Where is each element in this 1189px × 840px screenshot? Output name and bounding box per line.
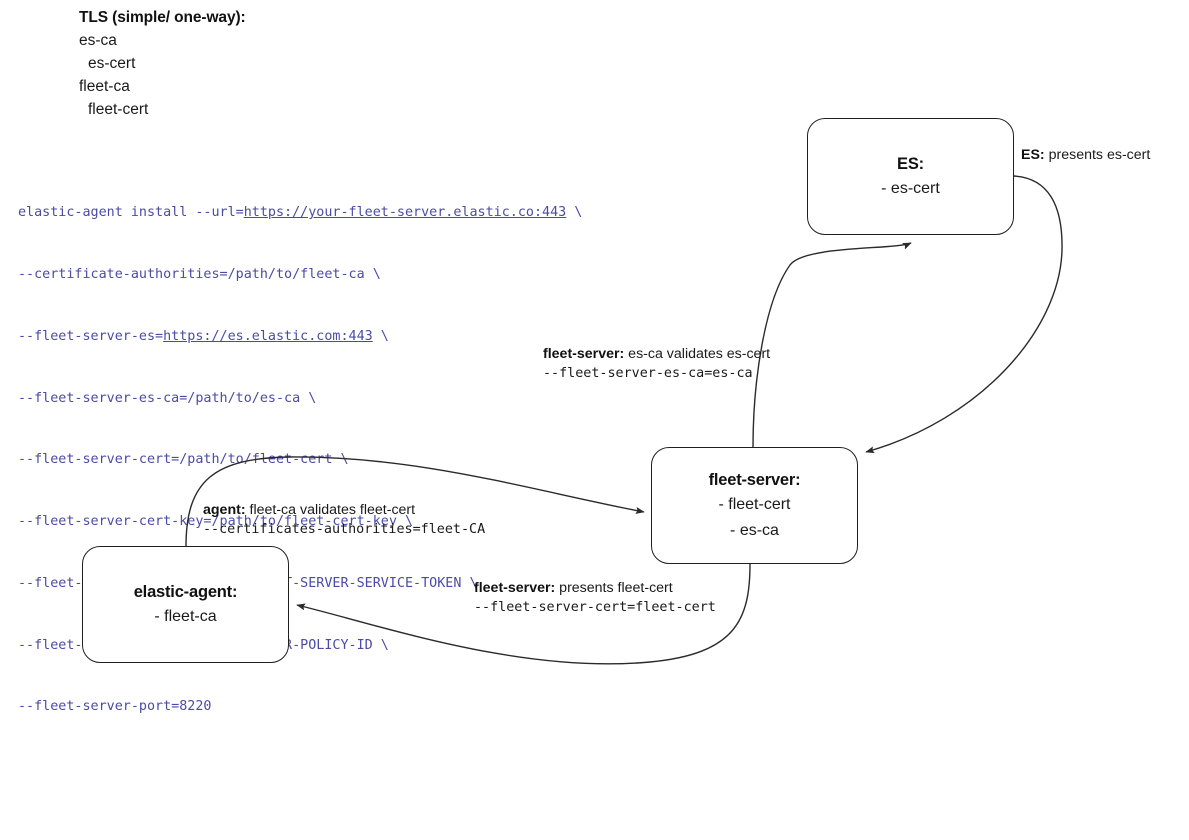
node-elastic-agent-title: elastic-agent:: [133, 582, 238, 601]
edge-label-fleet-validates-prose: fleet-server: es-ca validates es-cert: [543, 344, 770, 364]
edge-label-es-presents: ES: presents es-cert: [1021, 145, 1150, 165]
command-line-4-pre: --fleet-server-cert=/path/to/fleet-cert …: [18, 452, 349, 468]
node-elasticsearch[interactable]: ES: - es-cert: [807, 118, 1014, 235]
node-elastic-agent[interactable]: elastic-agent: - fleet-ca: [82, 546, 289, 663]
edge-label-es-presents-prose: ES: presents es-cert: [1021, 145, 1150, 165]
edge-label-es-presents-text: presents es-cert: [1044, 147, 1151, 163]
command-line-8: --fleet-server-port=8220: [18, 697, 738, 718]
edge-label-fleet-presents-text: presents fleet-cert: [555, 580, 673, 596]
tls-legend: TLS (simple/ one-way): es-ca es-cert fle…: [79, 6, 399, 121]
command-line-8-pre: --fleet-server-port=8220: [18, 699, 212, 715]
command-line-2: --fleet-server-es=https://es.elastic.com…: [18, 327, 738, 348]
node-elasticsearch-title: ES:: [897, 154, 924, 173]
node-fleet-server[interactable]: fleet-server: - fleet-cert - es-ca: [651, 447, 858, 564]
edge-label-fleet-presents-code: --fleet-server-cert=fleet-cert: [474, 600, 716, 615]
tls-legend-item-es-cert: es-cert: [88, 55, 136, 72]
edge-label-agent-validates: agent: fleet-ca validates fleet-cert --c…: [203, 500, 485, 540]
edge-label-fleet-presents-prose: fleet-server: presents fleet-cert: [474, 578, 716, 598]
edge-label-fleet-validates-actor: fleet-server:: [543, 346, 625, 362]
edge-fleet-to-es: [752, 242, 912, 448]
tls-legend-item-es-ca: es-ca: [79, 32, 117, 49]
edge-label-fleet-presents: fleet-server: presents fleet-cert --flee…: [474, 578, 716, 618]
edge-label-agent-validates-prose: agent: fleet-ca validates fleet-cert: [203, 500, 485, 520]
command-line-2-link[interactable]: https://es.elastic.com:443: [163, 328, 373, 344]
command-line-0-pre: elastic-agent install --url=: [18, 205, 244, 221]
edge-label-fleet-validates-code: --fleet-server-es-ca=es-ca: [543, 366, 753, 381]
tls-legend-item-fleet-cert: fleet-cert: [88, 101, 149, 118]
edge-label-agent-validates-code: --certificates-authorities=fleet-CA: [203, 522, 486, 537]
node-fleet-server-title: fleet-server:: [708, 470, 801, 489]
edge-label-fleet-presents-actor: fleet-server:: [474, 580, 556, 596]
command-line-0-link[interactable]: https://your-fleet-server.elastic.co:443: [243, 205, 567, 221]
edge-label-agent-validates-text: fleet-ca validates fleet-cert: [245, 502, 416, 518]
node-fleet-server-item-0: - fleet-cert: [718, 495, 791, 513]
command-line-2-pre: --fleet-server-es=: [18, 328, 164, 344]
edge-label-agent-validates-actor: agent:: [203, 502, 246, 518]
command-line-1: --certificate-authorities=/path/to/fleet…: [18, 265, 738, 286]
node-elastic-agent-item-0: - fleet-ca: [154, 607, 217, 625]
command-line-4: --fleet-server-cert=/path/to/fleet-cert …: [18, 450, 738, 471]
command-line-0: elastic-agent install --url=https://your…: [18, 203, 738, 224]
tls-legend-item-fleet-ca: fleet-ca: [79, 78, 130, 95]
tls-legend-title: TLS (simple/ one-way):: [79, 9, 246, 26]
node-fleet-server-item-1: - es-ca: [730, 521, 779, 539]
node-elasticsearch-item-0: - es-cert: [881, 179, 940, 197]
command-line-3-pre: --fleet-server-es-ca=/path/to/es-ca \: [18, 390, 317, 406]
command-line-2-post: \: [372, 328, 389, 344]
command-line-0-post: \: [566, 205, 583, 221]
command-line-3: --fleet-server-es-ca=/path/to/es-ca \: [18, 389, 738, 410]
command-line-1-pre: --certificate-authorities=/path/to/fleet…: [18, 266, 381, 282]
edge-label-es-presents-actor: ES:: [1021, 147, 1045, 163]
edge-label-fleet-validates: fleet-server: es-ca validates es-cert --…: [543, 344, 770, 384]
edge-label-fleet-validates-text: es-ca validates es-cert: [624, 346, 771, 362]
